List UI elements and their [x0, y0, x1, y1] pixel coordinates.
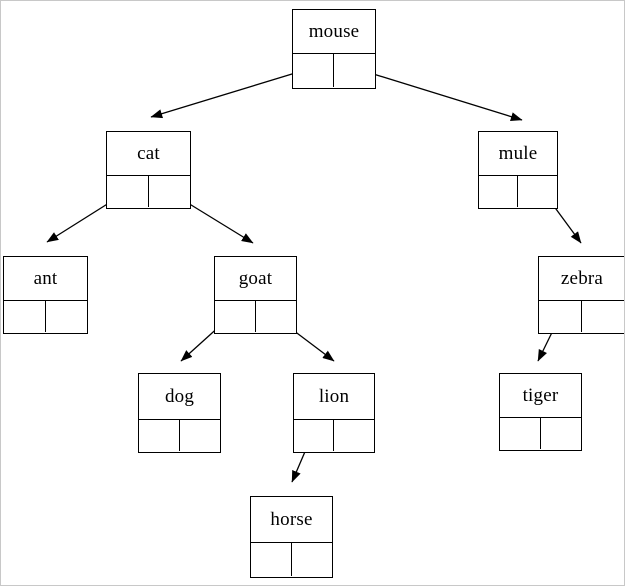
- node-left-pointer-cat[interactable]: [107, 176, 149, 208]
- node-pointers-goat: [215, 301, 296, 333]
- node-label-lion: lion: [294, 374, 374, 420]
- node-pointers-zebra: [539, 301, 624, 333]
- node-pointers-dog: [139, 420, 220, 452]
- tree-node-horse[interactable]: horse: [250, 496, 333, 578]
- tree-node-lion[interactable]: lion: [293, 373, 375, 453]
- node-label-horse: horse: [251, 497, 332, 543]
- node-left-pointer-lion[interactable]: [294, 420, 334, 452]
- tree-node-goat[interactable]: goat: [214, 256, 297, 334]
- tree-node-cat[interactable]: cat: [106, 131, 191, 209]
- node-right-pointer-tiger[interactable]: [540, 418, 581, 450]
- node-pointers-lion: [294, 420, 374, 452]
- node-right-pointer-cat[interactable]: [148, 176, 190, 208]
- node-left-pointer-mouse[interactable]: [293, 54, 334, 88]
- node-left-pointer-horse[interactable]: [251, 543, 292, 577]
- node-label-mouse: mouse: [293, 10, 375, 54]
- node-right-pointer-mouse[interactable]: [334, 54, 375, 88]
- node-label-ant: ant: [4, 257, 87, 301]
- node-pointers-cat: [107, 176, 190, 208]
- node-pointers-horse: [251, 543, 332, 577]
- edge-mouse-to-mule: [353, 67, 523, 122]
- node-left-pointer-tiger[interactable]: [500, 418, 541, 450]
- node-right-pointer-ant[interactable]: [45, 301, 87, 333]
- tree-node-mouse[interactable]: mouse: [292, 9, 376, 89]
- node-pointers-mouse: [293, 54, 375, 88]
- node-right-pointer-zebra[interactable]: [582, 301, 624, 333]
- node-left-pointer-goat[interactable]: [215, 301, 256, 333]
- node-pointers-mule: [479, 176, 557, 208]
- tree-node-mule[interactable]: mule: [478, 131, 558, 209]
- node-pointers-ant: [4, 301, 87, 333]
- node-right-pointer-goat[interactable]: [255, 301, 296, 333]
- node-left-pointer-dog[interactable]: [139, 420, 180, 452]
- node-left-pointer-mule[interactable]: [479, 176, 518, 208]
- node-label-tiger: tiger: [500, 374, 581, 418]
- node-right-pointer-dog[interactable]: [179, 420, 220, 452]
- node-right-pointer-lion[interactable]: [334, 420, 374, 452]
- node-label-mule: mule: [479, 132, 557, 176]
- edge-mouse-to-cat: [150, 66, 316, 119]
- tree-node-tiger[interactable]: tiger: [499, 373, 582, 451]
- node-label-zebra: zebra: [539, 257, 624, 301]
- node-label-goat: goat: [215, 257, 296, 301]
- node-right-pointer-horse[interactable]: [291, 543, 332, 577]
- tree-node-dog[interactable]: dog: [138, 373, 221, 453]
- tree-node-zebra[interactable]: zebra: [538, 256, 624, 334]
- node-pointers-tiger: [500, 418, 581, 450]
- node-label-cat: cat: [107, 132, 190, 176]
- node-right-pointer-mule[interactable]: [518, 176, 557, 208]
- node-left-pointer-zebra[interactable]: [539, 301, 582, 333]
- tree-node-ant[interactable]: ant: [3, 256, 88, 334]
- node-label-dog: dog: [139, 374, 220, 420]
- node-left-pointer-ant[interactable]: [4, 301, 46, 333]
